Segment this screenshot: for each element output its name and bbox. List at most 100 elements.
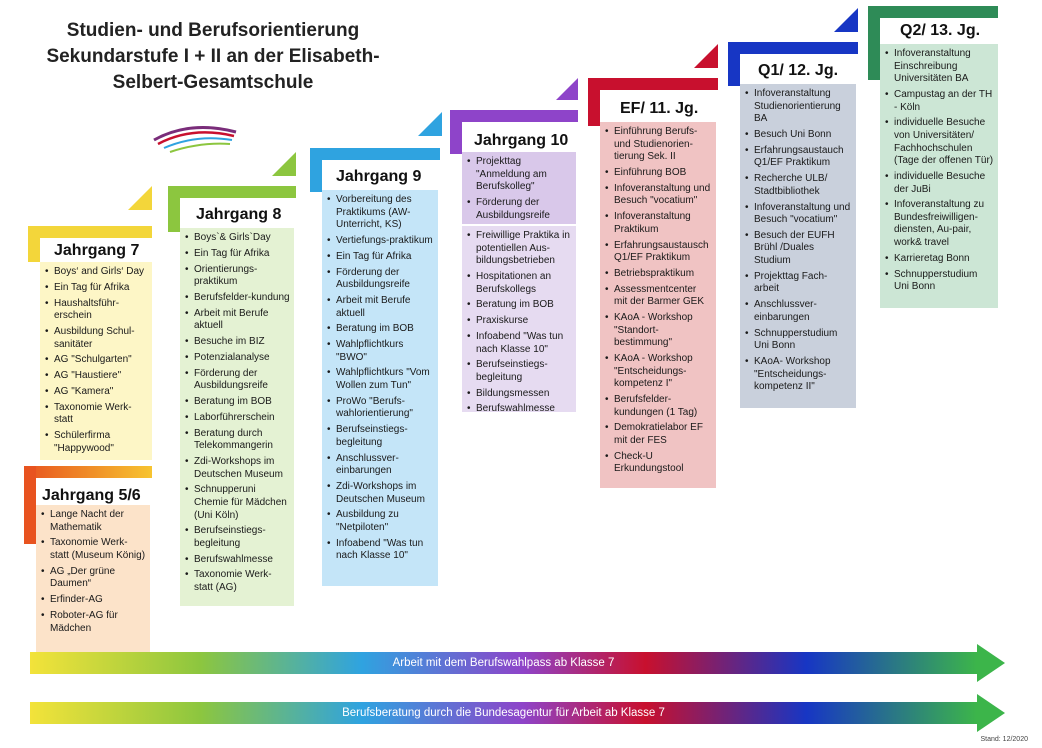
list-item: Erfinder-AG: [41, 594, 146, 607]
jahrgang-8-box: Boys`& Girls`DayEin Tag für AfrikaOrient…: [180, 228, 294, 606]
list-item: Berufseinstiegs-begleitung: [327, 424, 434, 449]
list-item: Schnupperuni Chemie für Mädchen (Uni Köl…: [185, 484, 290, 522]
list-item: Schnupperstudium Uni Bonn: [745, 328, 852, 353]
jahrgang-10-bar: [450, 110, 578, 122]
list-item: Anschlussver-einbarungen: [745, 299, 852, 324]
list-item: KAoA- Workshop "Entscheidungs-kompetenz …: [745, 356, 852, 394]
list-item: Infoveranstaltung Studienorientierung BA: [745, 88, 852, 126]
list-item: Roboter-AG für Mädchen: [41, 610, 146, 635]
list-item: Taxonomie Werk-statt (Museum König): [41, 537, 146, 562]
school-logo-icon: [153, 126, 237, 153]
list-item: ProWo "Berufs-wahlorientierung": [327, 396, 434, 421]
list-item: Hospitationen an Berufskollegs: [467, 271, 572, 296]
list-item: Infoveranstaltung und Besuch "vocatium": [745, 202, 852, 227]
jahrgang-9-corner-icon: [418, 112, 442, 136]
page-title: Studien- und Berufsorientierung Sekundar…: [46, 20, 380, 93]
list-item: Check-U Erkundungstool: [605, 451, 712, 476]
list-item: Förderung der Ausbildungsreife: [327, 267, 434, 292]
list-item: Infoveranstaltung Einschreibung Universi…: [885, 48, 994, 86]
jahrgang-10-heading: Jahrgang 10: [474, 132, 569, 149]
list-item: Lange Nacht der Mathematik: [41, 509, 146, 534]
list-item: Beratung im BOB: [327, 323, 434, 336]
jahrgang-5-6-heading: Jahrgang 5/6: [42, 487, 141, 504]
jahrgang-8-heading: Jahrgang 8: [196, 206, 282, 223]
stand-date: Stand: 12/2020: [980, 736, 1029, 743]
list-item: Einführung BOB: [605, 167, 712, 180]
list-item: Laborführerschein: [185, 412, 290, 425]
list-item: AG "Haustiere": [45, 370, 148, 383]
jahrgang-5-6-bar-side: [24, 466, 36, 544]
list-item: Betriebspraktikum: [605, 268, 712, 281]
list-item: Besuch Uni Bonn: [745, 129, 852, 142]
jahrgang-8-corner-icon: [272, 152, 296, 176]
list-item: Beratung durch Telekommangerin: [185, 428, 290, 453]
jahrgang-9-box: Vorbereitung des Praktikums (AW-Unterric…: [322, 190, 438, 586]
jahrgang-5-6-box: Lange Nacht der MathematikTaxonomie Werk…: [36, 505, 150, 653]
jahrgang-9-heading: Jahrgang 9: [336, 168, 422, 185]
list-item: Berufseinstiegs-begleitung: [467, 359, 572, 384]
berufsberatung-arrow: Berufsberatung durch die Bundesagentur f…: [30, 694, 1005, 732]
q1-bar-side: [728, 42, 740, 86]
list-item: Recherche ULB/ Stadtbibliothek: [745, 173, 852, 198]
ef-corner-icon: [694, 44, 718, 68]
q2-bar: [868, 6, 998, 18]
q1-box: Infoveranstaltung Studienorientierung BA…: [740, 84, 856, 408]
list-item: Infoveranstaltung zu Bundesfreiwilligen-…: [885, 199, 994, 249]
ef-bar: [588, 78, 718, 90]
list-item: AG "Schulgarten": [45, 354, 148, 367]
list-item: Besuche im BIZ: [185, 336, 290, 349]
list-item: Demokratielabor EF mit der FES: [605, 422, 712, 447]
list-item: Arbeit mit Berufe aktuell: [327, 295, 434, 320]
list-item: Ausbildung Schul-sanitäter: [45, 326, 148, 351]
arrow-head-icon: [977, 644, 1005, 682]
berufsberatung-label: Berufsberatung durch die Bundesagentur f…: [342, 707, 665, 719]
list-item: AG "Kamera": [45, 386, 148, 399]
list-item: Erfahrungsaustausch Q1/EF Praktikum: [605, 240, 712, 265]
list-item: Besuch der EUFH Brühl /Duales Studium: [745, 230, 852, 268]
list-item: Campustag an der TH - Köln: [885, 89, 994, 114]
list-item: Vertiefungs-praktikum: [327, 235, 434, 248]
jahrgang-7-bar: [28, 226, 152, 238]
q1-heading: Q1/ 12. Jg.: [758, 62, 839, 79]
jahrgang-8-bar-side: [168, 186, 180, 232]
list-item: Vorbereitung des Praktikums (AW-Unterric…: [327, 194, 434, 232]
list-item: Förderung der Ausbildungsreife: [185, 368, 290, 393]
list-item: Taxonomie Werk-statt (AG): [185, 569, 290, 594]
ef-bar-side: [588, 78, 600, 126]
list-item: individuelle Besuche von Universitäten/ …: [885, 117, 994, 167]
list-item: Projekttag Fach-arbeit: [745, 271, 852, 296]
list-item: Berufsfelder-kundung: [185, 292, 290, 305]
list-item: Zdi-Workshops im Deutschen Museum: [185, 456, 290, 481]
list-item: individuelle Besuche der JuBi: [885, 171, 994, 196]
list-item: AG „Der grüne Daumen“: [41, 566, 146, 591]
list-item: Boys`& Girls`Day: [185, 232, 290, 245]
list-item: Karrieretag Bonn: [885, 253, 994, 266]
q1-bar: [728, 42, 858, 54]
jahrgang-5-6-bar: [24, 466, 152, 478]
list-item: Beratung im BOB: [467, 299, 572, 312]
berufswahlpass-label: Arbeit mit dem Berufswahlpass ab Klasse …: [392, 657, 615, 669]
berufswahlpass-arrow: Arbeit mit dem Berufswahlpass ab Klasse …: [30, 644, 1005, 682]
list-item: Orientierungs-praktikum: [185, 264, 290, 289]
list-item: Einführung Berufs- und Studienorien-tier…: [605, 126, 712, 164]
list-item: Wahlpflichtkurs "BWO": [327, 339, 434, 364]
list-item: Schnupperstudium Uni Bonn: [885, 269, 994, 294]
list-item: KAoA - Workshop "Standort-bestimmung": [605, 312, 712, 350]
ef-box: Einführung Berufs- und Studienorien-tier…: [600, 122, 716, 488]
arrow-head-icon: [977, 694, 1005, 732]
ef-heading: EF/ 11. Jg.: [620, 100, 699, 117]
jahrgang-10-box-top: Projekttag "Anmeldung am Berufskolleg"Fö…: [462, 152, 576, 224]
list-item: Förderung der Ausbildungsreife: [467, 197, 572, 222]
list-item: Infoveranstaltung und Besuch "vocatium": [605, 183, 712, 208]
list-item: Infoabend "Was tun nach Klasse 10": [327, 538, 434, 563]
list-item: Potenzialanalyse: [185, 352, 290, 365]
list-item: Berufseinstiegs-begleitung: [185, 525, 290, 550]
q2-box: Infoveranstaltung Einschreibung Universi…: [880, 44, 998, 308]
list-item: Zdi-Workshops im Deutschen Museum: [327, 481, 434, 506]
list-item: KAoA - Workshop "Entscheidungs-kompetenz…: [605, 353, 712, 391]
list-item: Wahlpflichtkurs "Vom Wollen zum Tun": [327, 367, 434, 392]
list-item: Arbeit mit Berufe aktuell: [185, 308, 290, 333]
list-item: Infoabend "Was tun nach Klasse 10": [467, 331, 572, 356]
jahrgang-9-bar: [310, 148, 440, 160]
list-item: Haushaltsführ-erschein: [45, 298, 148, 323]
